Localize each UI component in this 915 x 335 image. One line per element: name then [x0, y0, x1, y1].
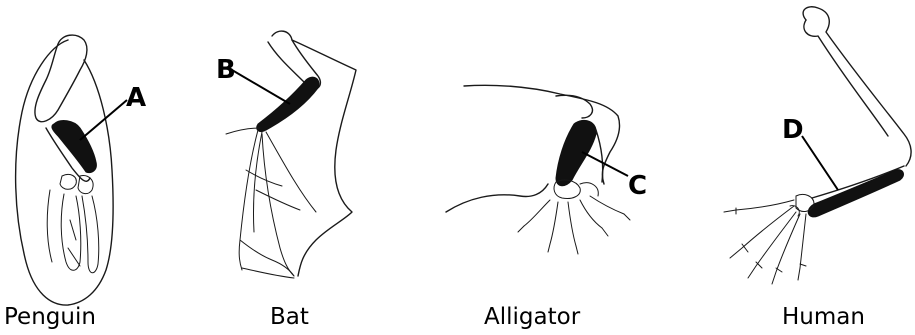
alligator-label: Alligator: [484, 304, 581, 330]
alligator-leader-line: [582, 152, 628, 176]
human-bone-d: [808, 170, 903, 217]
label-d: D: [782, 115, 804, 145]
label-a: A: [126, 83, 146, 113]
penguin-flipper-illustration: [16, 35, 114, 305]
human-label: Human: [782, 304, 865, 330]
label-b: B: [216, 55, 236, 85]
human-arm-illustration: [724, 7, 911, 284]
label-c: C: [628, 171, 647, 201]
bat-bone-b: [257, 77, 319, 131]
penguin-label: Penguin: [4, 304, 96, 330]
human-leader-line: [802, 136, 838, 190]
penguin-bone-a: [52, 121, 96, 173]
penguin-leader-line: [80, 100, 127, 140]
bat-wing-illustration: [226, 31, 356, 278]
bat-leader-line: [232, 70, 290, 104]
bat-label: Bat: [270, 304, 309, 330]
alligator-limb-illustration: [446, 85, 630, 254]
alligator-bone-c: [556, 120, 596, 185]
